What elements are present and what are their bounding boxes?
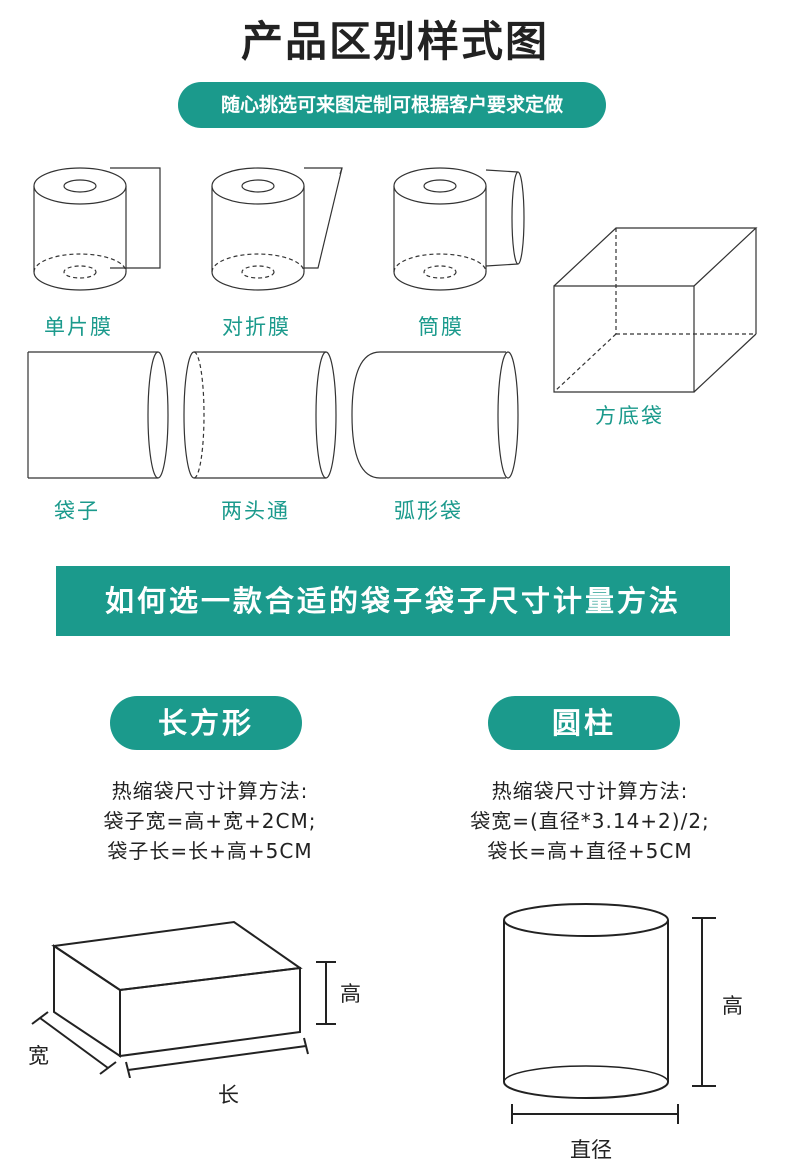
label-open-ends: 两头通 — [221, 499, 290, 523]
box-illustration — [20, 908, 350, 1078]
rectangle-formula-length: 袋子长=长+高+5CM — [107, 839, 313, 863]
label-bag: 袋子 — [54, 499, 100, 523]
rectangle-formula-width: 袋子宽=高+宽+2CM; — [103, 809, 317, 833]
page-title: 产品区别样式图 — [240, 17, 549, 66]
subtitle-pill: 随心挑选可来图定制可根据客户要求定做 — [178, 82, 606, 128]
rectangle-formula: 热缩袋尺寸计算方法: 袋子宽=高+宽+2CM; 袋子长=长+高+5CM — [60, 776, 360, 866]
cylinder-pill: 圆柱 — [488, 696, 680, 750]
square-bottom-bag-illustration — [550, 224, 762, 396]
rectangle-formula-title: 热缩袋尺寸计算方法: — [111, 779, 309, 803]
tube-film-illustration — [390, 164, 530, 294]
cylinder-formula: 热缩袋尺寸计算方法: 袋宽=(直径*3.14+2)/2; 袋长=高+直径+5CM — [432, 776, 748, 866]
rectangle-pill: 长方形 — [110, 696, 302, 750]
box-dim-height: 高 — [340, 982, 361, 1006]
cylinder-formula-title: 热缩袋尺寸计算方法: — [491, 779, 689, 803]
section-banner: 如何选一款合适的袋子袋子尺寸计量方法 — [56, 566, 730, 636]
label-arc-bag: 弧形袋 — [394, 499, 463, 523]
cylinder-formula-length: 袋长=高+直径+5CM — [487, 839, 693, 863]
open-ends-illustration — [180, 348, 342, 482]
box-dim-length: 长 — [218, 1083, 239, 1107]
cylinder-formula-width: 袋宽=(直径*3.14+2)/2; — [470, 809, 710, 833]
folded-film-illustration — [208, 164, 358, 294]
cylinder-illustration — [496, 900, 726, 1132]
label-square-bottom-bag: 方底袋 — [595, 404, 664, 428]
arc-bag-illustration — [348, 348, 530, 482]
cylinder-dim-diameter: 直径 — [570, 1138, 612, 1162]
single-film-illustration — [30, 164, 170, 294]
cylinder-dim-height: 高 — [722, 994, 743, 1018]
bag-illustration — [24, 348, 174, 482]
box-dim-width: 宽 — [28, 1044, 49, 1068]
label-folded-film: 对折膜 — [222, 315, 291, 339]
label-single-film: 单片膜 — [44, 315, 113, 339]
label-tube-film: 筒膜 — [418, 315, 464, 339]
